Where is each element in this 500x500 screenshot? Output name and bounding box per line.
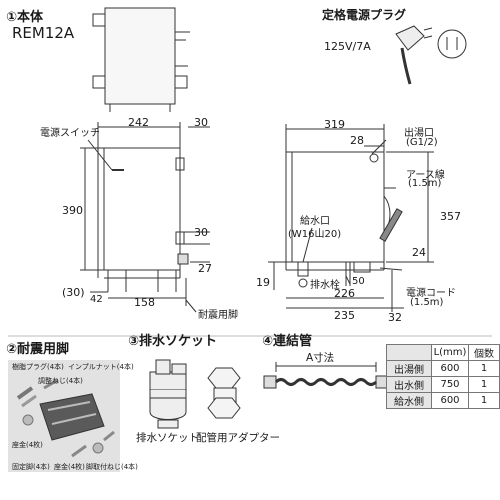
table-row: 出水側 750 1 bbox=[386, 376, 500, 393]
table-cell: 750 bbox=[431, 376, 469, 393]
table-header: 個数 bbox=[468, 344, 500, 361]
seismic-feet-heading: ②耐震用脚 bbox=[6, 342, 70, 357]
table-header bbox=[386, 344, 432, 361]
connecting-pipe-heading: ④連結管 bbox=[262, 334, 313, 349]
part-nut: インプルナット(4本) bbox=[68, 363, 134, 371]
pipe-spec-table: L(mm) 個数 出湯側 600 1 出水側 750 1 給水側 600 1 bbox=[386, 344, 500, 409]
connecting-pipe-drawing bbox=[263, 362, 389, 389]
dim-357: 357 bbox=[440, 210, 461, 223]
dim-319: 319 bbox=[324, 118, 345, 131]
table-cell: 600 bbox=[431, 360, 469, 377]
table-cell: 出水側 bbox=[386, 376, 432, 393]
dim-235: 235 bbox=[334, 309, 355, 322]
dim-390: 390 bbox=[62, 204, 83, 217]
drain-socket-heading: ③排水ソケット bbox=[128, 334, 218, 349]
unit-front-view bbox=[80, 122, 210, 313]
dim-226: 226 bbox=[334, 287, 355, 300]
dim-27: 27 bbox=[198, 262, 212, 275]
ground-wire-length: (1.5m) bbox=[408, 178, 442, 189]
main-unit-heading: ①本体 bbox=[6, 10, 44, 25]
plug-drawing bbox=[395, 25, 467, 85]
dim-242: 242 bbox=[128, 116, 149, 129]
water-inlet-label: 給水口 bbox=[300, 216, 330, 227]
pipe-adapter-drawing bbox=[207, 367, 241, 419]
ground-wire-label: アース線 bbox=[406, 170, 445, 181]
water-inlet-size: (W16山20) bbox=[288, 229, 342, 240]
part-washer-2: 座金(4枚) bbox=[54, 463, 85, 471]
table-row: 給水側 600 1 bbox=[386, 392, 500, 409]
part-washer-1: 座金(4枚) bbox=[12, 441, 43, 449]
unit-top-view bbox=[92, 7, 190, 112]
drain-socket-drawing bbox=[149, 359, 187, 429]
part-adjust-screw: 調整ねじ(4本) bbox=[38, 377, 83, 385]
power-switch-label: 電源スイッチ bbox=[40, 128, 100, 139]
a-dimension-label: A寸法 bbox=[306, 352, 335, 364]
dim-28: 28 bbox=[350, 134, 364, 147]
table-cell: 給水側 bbox=[386, 392, 432, 409]
table-cell: 1 bbox=[468, 392, 500, 409]
part-resin-plug: 樹脂プラグ(4本) bbox=[12, 363, 64, 371]
drain-socket-label: 排水ソケット bbox=[136, 432, 199, 444]
dim-30-top: 30 bbox=[194, 116, 208, 129]
dim-158: 158 bbox=[134, 296, 155, 309]
power-cord-length: (1.5m) bbox=[410, 297, 444, 308]
dim-19: 19 bbox=[256, 276, 270, 289]
hot-outlet-label: 出湯口 bbox=[404, 128, 434, 139]
dim-30-side: 30 bbox=[194, 226, 208, 239]
pipe-adapter-label: 配管用アダプター bbox=[196, 432, 280, 444]
dim-32: 32 bbox=[388, 311, 402, 324]
table-cell: 1 bbox=[468, 376, 500, 393]
seismic-feet-parts bbox=[16, 378, 115, 458]
part-fixed-foot: 固定脚(4本) bbox=[12, 463, 50, 471]
table-row: 出湯側 600 1 bbox=[386, 360, 500, 377]
power-cord-label: 電源コード bbox=[406, 288, 456, 299]
table-header-row: L(mm) 個数 bbox=[386, 344, 500, 361]
table-header: L(mm) bbox=[431, 344, 469, 361]
plug-rating: 125V/7A bbox=[324, 40, 371, 53]
dim-24: 24 bbox=[412, 246, 426, 259]
table-cell: 600 bbox=[431, 392, 469, 409]
dim-42: 42 bbox=[90, 294, 103, 305]
dim-50: 50 bbox=[352, 276, 365, 287]
part-foot-screw: 脚取付ねじ(4本) bbox=[86, 463, 138, 471]
hot-outlet-size: (G1/2) bbox=[406, 137, 438, 148]
table-cell: 出湯側 bbox=[386, 360, 432, 377]
model-number: REM12A bbox=[12, 24, 75, 42]
table-cell: 1 bbox=[468, 360, 500, 377]
dim-30-paren: (30) bbox=[62, 286, 85, 299]
unit-side-view bbox=[268, 124, 434, 312]
plug-heading: 定格電源プラグ bbox=[322, 8, 407, 22]
seismic-foot-label: 耐震用脚 bbox=[198, 310, 238, 321]
drain-plug-label: 排水栓 bbox=[310, 280, 340, 291]
